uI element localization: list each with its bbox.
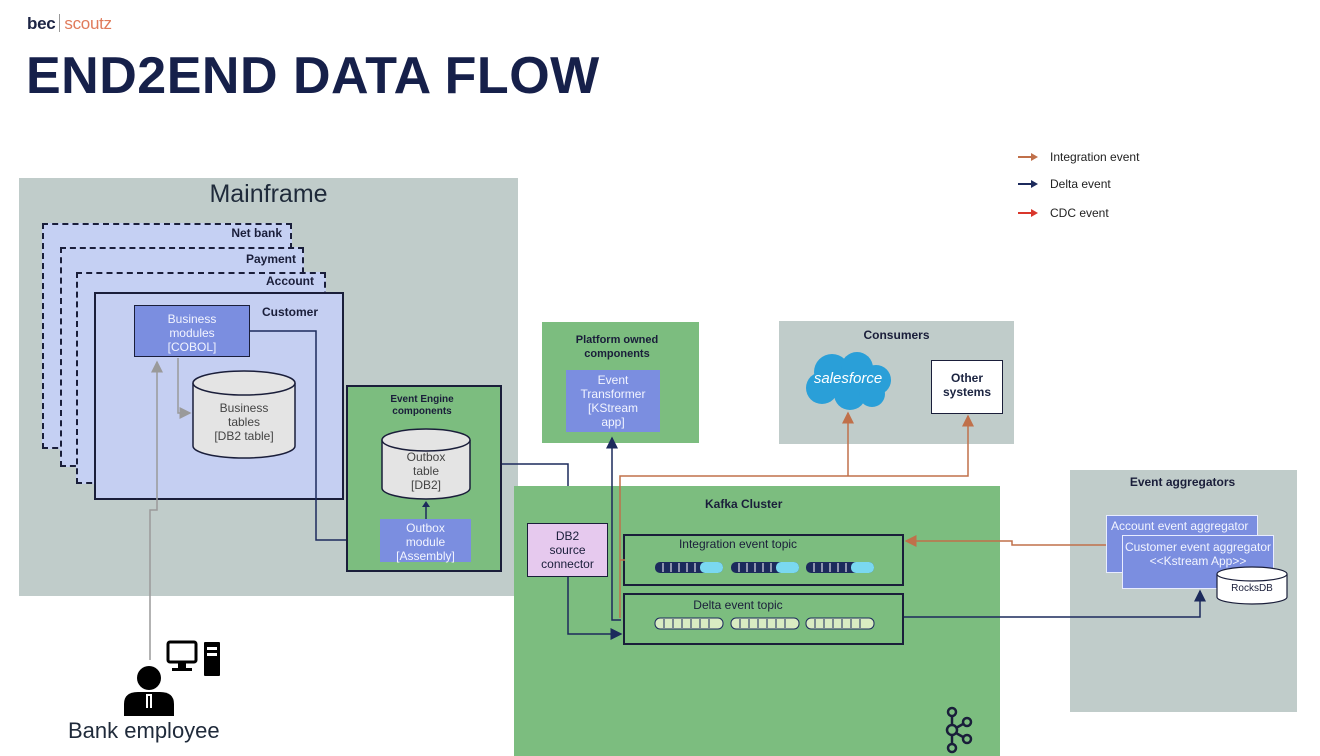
logo-scoutz: scoutz [64,14,112,33]
business-tables-cylinder [192,370,296,459]
legend-delta: Delta event [1018,177,1111,191]
event-engine-label: Event Engine components [346,394,498,418]
delta-arrow-icon [1018,180,1038,188]
logo-divider [59,14,61,32]
legend-integration-label: Integration event [1050,150,1140,164]
other-systems-line2: systems [942,385,992,399]
connector-line2: source [549,543,586,557]
rocksdb-label: RocksDB [1231,583,1273,594]
layer-net-bank-label: Net bank [231,226,282,240]
delta-topic-label: Delta event topic [693,598,783,612]
business-modules-box: Business modules [COBOL] [134,305,250,357]
other-systems-box: Other systems [931,360,1003,414]
salesforce-cloud-icon [806,352,891,410]
mainframe-label: Mainframe [209,180,328,208]
pc-tower-icon [204,642,220,676]
connector-line3: connector [541,557,594,571]
transformer-line2: Transformer [580,387,646,401]
outbox-table-shape [381,428,471,500]
outbox-table-line2: table [412,464,440,478]
outbox-module-line1: Outbox [406,521,445,535]
layer-payment-label: Payment [245,252,296,266]
integration-topic-label: Integration event topic [678,537,798,551]
bank-employee-icon [124,640,220,716]
bank-employee-label: Bank employee [68,718,220,743]
customer-aggregator-line1: Customer event aggregator [1124,540,1272,554]
rocksdb-cylinder [1216,566,1288,605]
consumers-label: Consumers [863,328,930,342]
customer-label: Customer [262,305,319,319]
outbox-module-line2: module [405,535,446,549]
event-engine-label-line2: components [392,406,452,417]
outbox-up-arrow [422,501,430,520]
business-tables-line2: tables [227,415,261,429]
other-systems-line1: Other [950,371,983,385]
transformer-line4: app] [601,415,625,429]
platform-label-line1: Platform owned [575,334,659,346]
db2-source-connector-box: DB2 source connector [527,523,608,577]
business-modules-line1: Business [167,312,217,326]
outbox-table-line3: [DB2] [410,478,441,492]
brand-logo: bec scoutz [27,14,112,34]
business-tables-line1: Business [219,401,269,415]
logo-bec: bec [27,14,56,33]
legend-integration: Integration event [1018,150,1139,164]
customer-aggregator-line2: <<Kstream App>> [1149,554,1247,568]
employee-to-modules-connector [149,360,163,660]
account-aggregator-label: Account event aggregator [1111,519,1249,533]
page-title: END2END DATA FLOW [26,47,600,105]
layer-account-label: Account [266,274,314,288]
transformer-line1: Event [597,373,629,387]
outbox-table-line1: Outbox [406,450,446,464]
integration-arrow-icon [1018,153,1038,161]
business-modules-line3: [COBOL] [167,340,217,354]
legend-cdc-label: CDC event [1050,206,1109,220]
event-transformer-box: Event Transformer [KStream app] [566,370,660,432]
legend-delta-label: Delta event [1050,177,1111,191]
person-head-icon [137,666,161,690]
monitor-icon [166,640,198,664]
transformer-line3: [KStream [587,401,638,415]
outbox-module-box: Outbox module [Assembly] [380,519,471,563]
modules-to-tables-connector [177,358,192,419]
outbox-module-line3: [Assembly] [396,549,455,563]
cdc-arrow-icon [1018,209,1038,217]
kafka-cluster-label: Kafka Cluster [705,497,783,511]
connector-line1: DB2 [555,529,580,543]
outbox-table-label: Outbox table [DB2] [382,450,470,492]
platform-label: Platform owned components [542,333,692,361]
aggregators-label: Event aggregators [1129,475,1236,489]
legend-cdc: CDC event [1018,206,1109,220]
salesforce-label: salesforce [813,370,883,387]
business-tables-label: Business tables [DB2 table] [193,401,295,443]
event-engine-label-line1: Event Engine [390,394,454,405]
business-tables-line3: [DB2 table] [214,429,274,443]
business-modules-line2: modules [169,326,215,340]
platform-label-line2: components [584,348,650,360]
